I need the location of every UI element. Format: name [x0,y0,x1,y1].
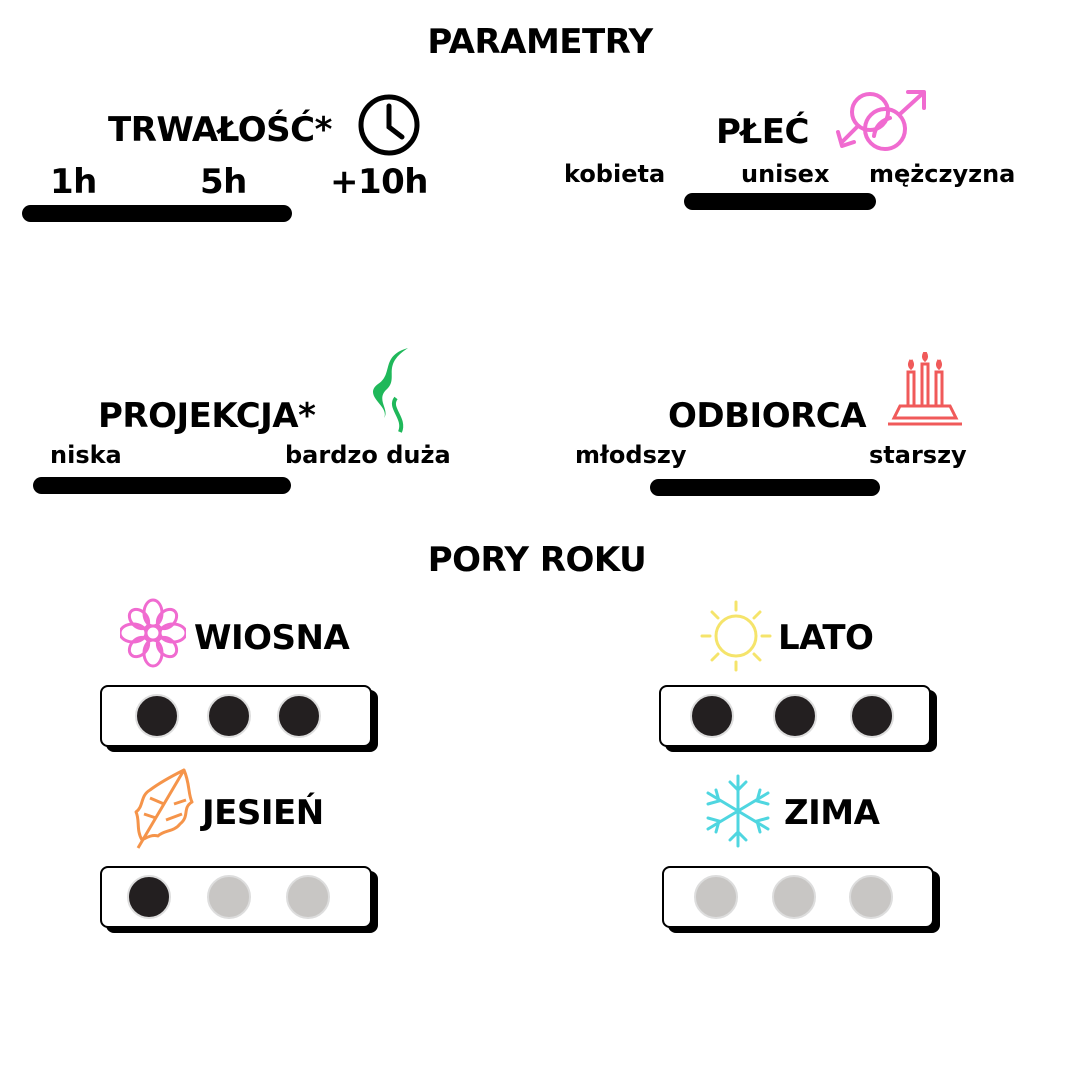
page-title: PARAMETRY [427,22,653,62]
level-dot-filled [207,694,251,738]
level-dot-empty [849,875,893,919]
longevity-bar [22,205,292,222]
season-name-winter: ZIMA [784,793,880,833]
gender-bar [684,193,876,210]
level-dot-empty [694,875,738,919]
level-dot-filled [277,694,321,738]
snowflake-icon [706,774,770,848]
audience-label-younger: młodszy [575,441,687,469]
leaf-icon [134,768,194,849]
birthday-cake-icon [888,352,962,426]
gender-label-unisex: unisex [741,160,830,188]
level-dot-filled [135,694,179,738]
clock-icon [358,94,420,156]
seasons-title: PORY ROKU [427,540,647,580]
season-meter-winter [662,866,934,928]
projection-label-high: bardzo duża [285,441,451,469]
gender-label-female: kobieta [564,160,666,188]
scent-wave-icon [372,348,408,433]
longevity-label-max: +10h [330,162,429,202]
level-dot-empty [286,875,330,919]
level-dot-empty [772,875,816,919]
season-name-autumn: JESIEŃ [202,793,324,833]
sun-icon [700,600,772,672]
projection-bar [33,477,291,494]
gender-title: PŁEĆ [716,112,809,152]
audience-bar [650,479,880,496]
season-meter-spring [100,685,372,747]
season-name-spring: WIOSNA [194,618,350,658]
season-name-summer: LATO [778,618,874,658]
audience-label-older: starszy [869,441,967,469]
gender-label-male: mężczyzna [869,160,1016,188]
level-dot-filled [773,694,817,738]
flower-icon [120,598,186,668]
gender-symbols-icon [836,90,926,151]
audience-title: ODBIORCA [668,396,867,436]
level-dot-empty [207,875,251,919]
season-meter-autumn [100,866,372,928]
season-meter-summer [659,685,931,747]
longevity-label-min: 1h [50,162,97,202]
projection-label-low: niska [50,441,122,469]
level-dot-filled [127,875,171,919]
level-dot-filled [850,694,894,738]
projection-title: PROJEKCJA* [98,396,316,436]
longevity-title: TRWAŁOŚĆ* [108,110,332,150]
longevity-label-mid: 5h [200,162,247,202]
level-dot-filled [690,694,734,738]
